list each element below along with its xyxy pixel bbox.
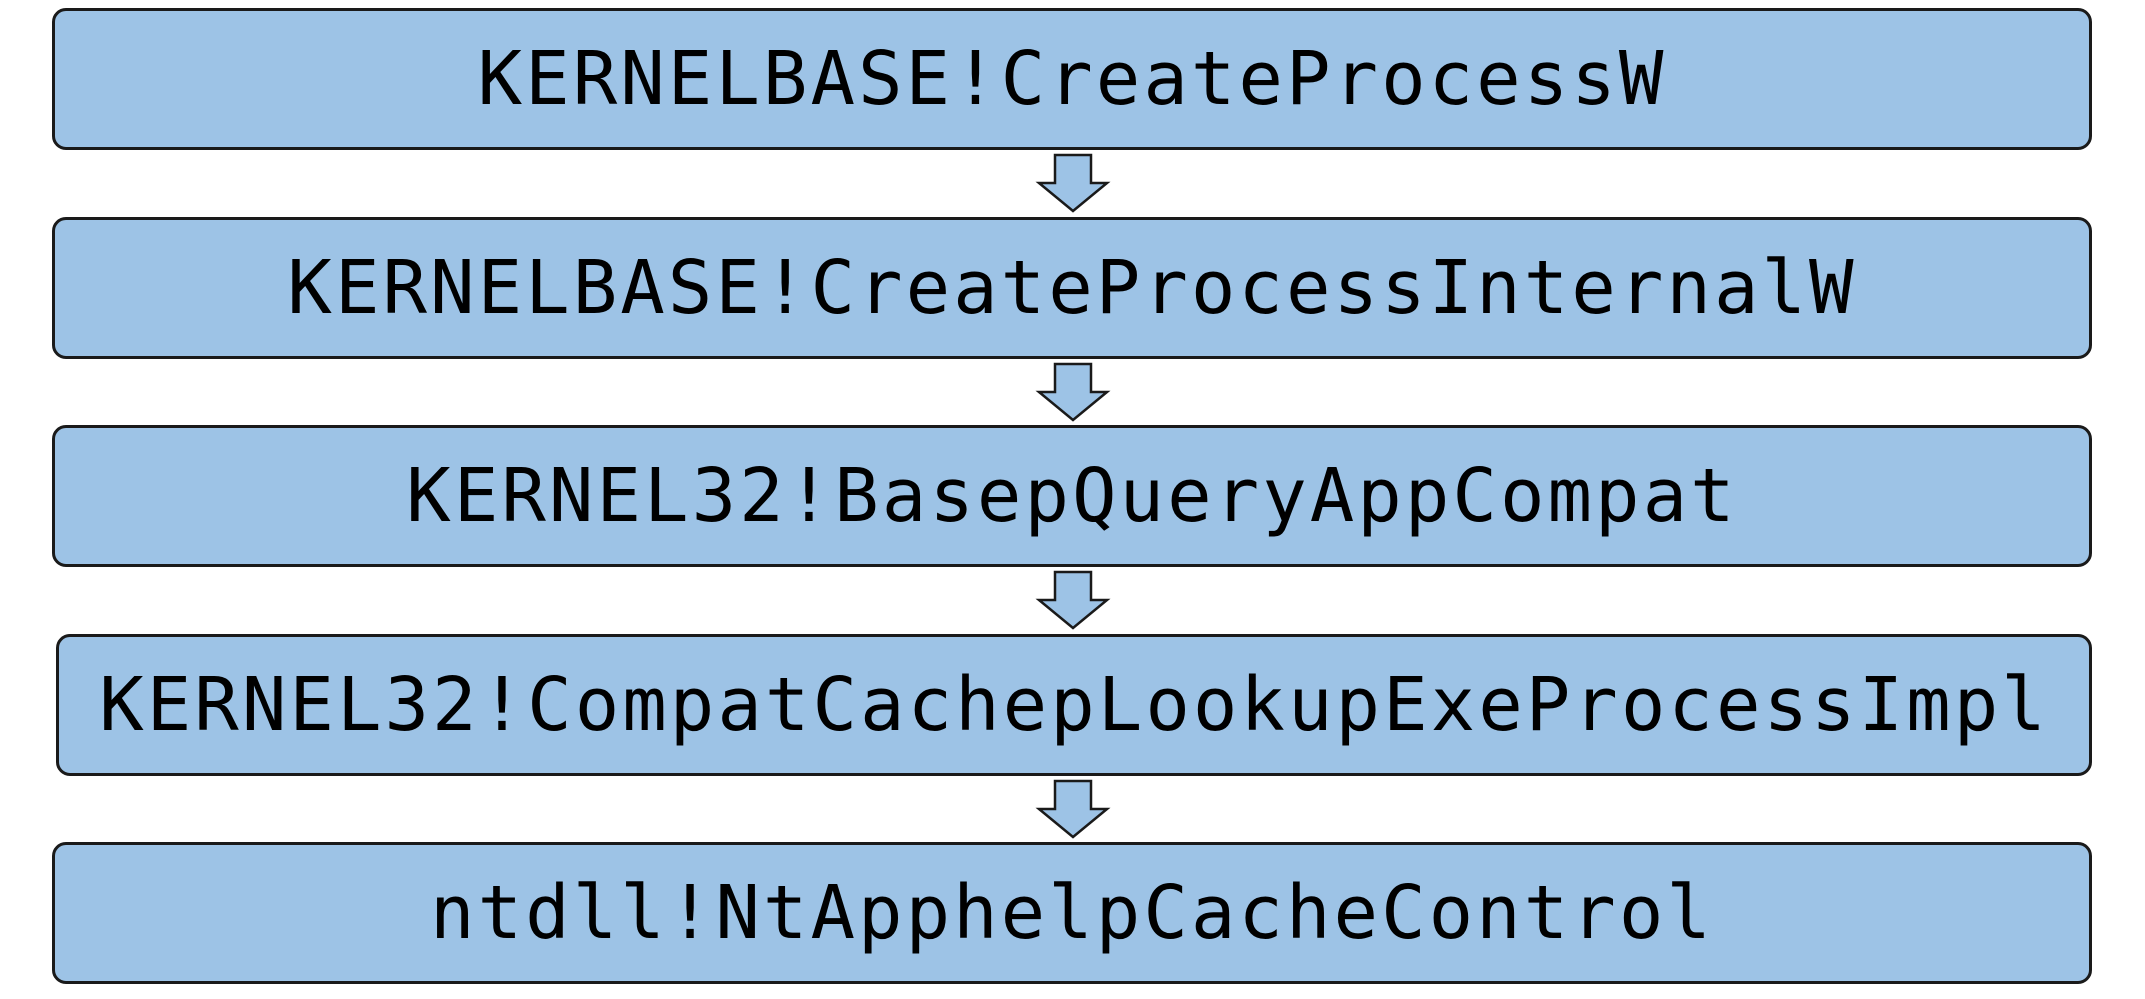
step-label-3: KERNEL32!BasepQueryAppCompat [406,453,1738,539]
step-box-3: KERNEL32!BasepQueryAppCompat [52,425,2092,567]
step-box-2: KERNELBASE!CreateProcessInternalW [52,217,2092,359]
down-arrow-icon [1035,362,1111,422]
step-box-5: ntdll!NtApphelpCacheControl [52,842,2092,984]
step-label-2: KERNELBASE!CreateProcessInternalW [287,245,1857,331]
down-arrow-icon [1035,779,1111,839]
down-arrow-icon [1035,153,1111,213]
step-label-1: KERNELBASE!CreateProcessW [477,36,1667,122]
step-box-1: KERNELBASE!CreateProcessW [52,8,2092,150]
step-label-4: KERNEL32!CompatCachepLookupExeProcessImp… [99,662,2049,748]
step-label-5: ntdll!NtApphelpCacheControl [430,870,1714,956]
step-box-4: KERNEL32!CompatCachepLookupExeProcessImp… [56,634,2092,776]
down-arrow-icon [1035,570,1111,630]
